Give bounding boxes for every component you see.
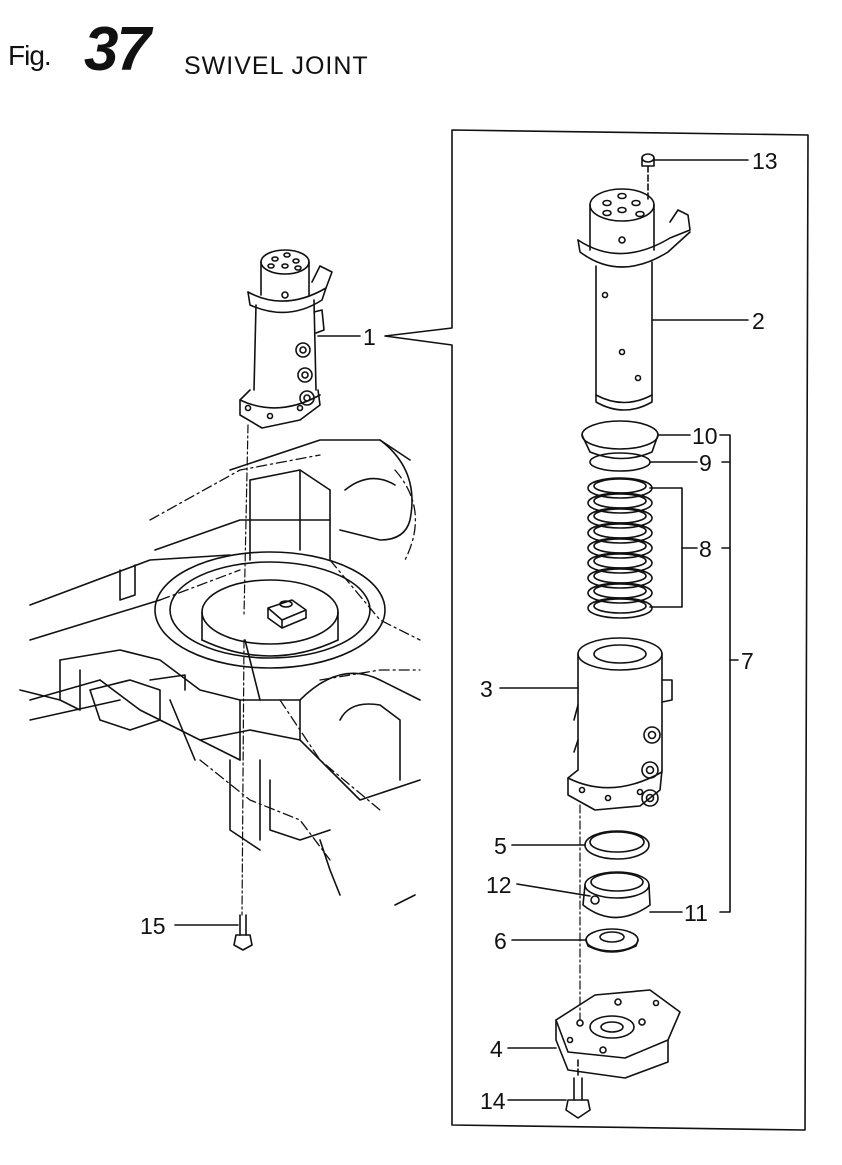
seal-ring-outer (588, 508, 652, 528)
callout-12: 12 (486, 872, 512, 898)
callout-4: 4 (490, 1036, 503, 1062)
callout-2: 2 (752, 308, 765, 334)
seal-ring-inner (594, 584, 646, 598)
part-8-seal-rings (588, 478, 652, 618)
part-14-bolt (566, 1078, 590, 1118)
part-4-flange (556, 990, 680, 1078)
seal-ring-outer (588, 553, 652, 573)
part-9-ring (590, 453, 650, 471)
part-11-ring (583, 872, 650, 918)
swivel-joint-assembly (240, 250, 332, 428)
seal-ring-outer (588, 583, 652, 603)
seal-ring-outer (588, 568, 652, 588)
seal-ring-outer (588, 523, 652, 543)
seal-ring-outer (588, 538, 652, 558)
callout-11: 11 (684, 900, 708, 926)
seal-ring-inner (594, 494, 646, 508)
part-6-washer (586, 929, 638, 952)
callout-8: 8 (699, 536, 712, 562)
callout-labels: 1 2 3 4 5 6 7 8 9 10 11 12 13 14 15 (140, 148, 778, 1114)
seal-ring-inner (594, 509, 646, 523)
seal-ring-inner (594, 569, 646, 583)
seal-ring-inner (594, 554, 646, 568)
callout-9: 9 (699, 450, 712, 476)
callout-3: 3 (480, 676, 493, 702)
seal-ring-inner (594, 599, 646, 613)
callout-15: 15 (140, 913, 166, 939)
callout-1: 1 (363, 324, 376, 350)
callout-5: 5 (494, 833, 507, 859)
callout-13: 13 (752, 148, 778, 174)
seal-ring-outer (588, 493, 652, 513)
seal-ring-inner (594, 539, 646, 553)
machine-frame (20, 440, 420, 905)
seal-ring-inner (594, 479, 646, 493)
callout-14: 14 (480, 1088, 506, 1114)
part-2-rotor (578, 189, 690, 410)
seal-ring-outer (588, 598, 652, 618)
part-12-pin (591, 896, 599, 904)
callout-6: 6 (494, 928, 507, 954)
seal-ring-outer (588, 478, 652, 498)
part-3-body (568, 638, 672, 810)
seal-ring-inner (594, 524, 646, 538)
callout-10: 10 (692, 423, 718, 449)
callout-7: 7 (741, 648, 754, 674)
part-5-ring (585, 831, 649, 859)
bolt-15 (234, 915, 252, 950)
